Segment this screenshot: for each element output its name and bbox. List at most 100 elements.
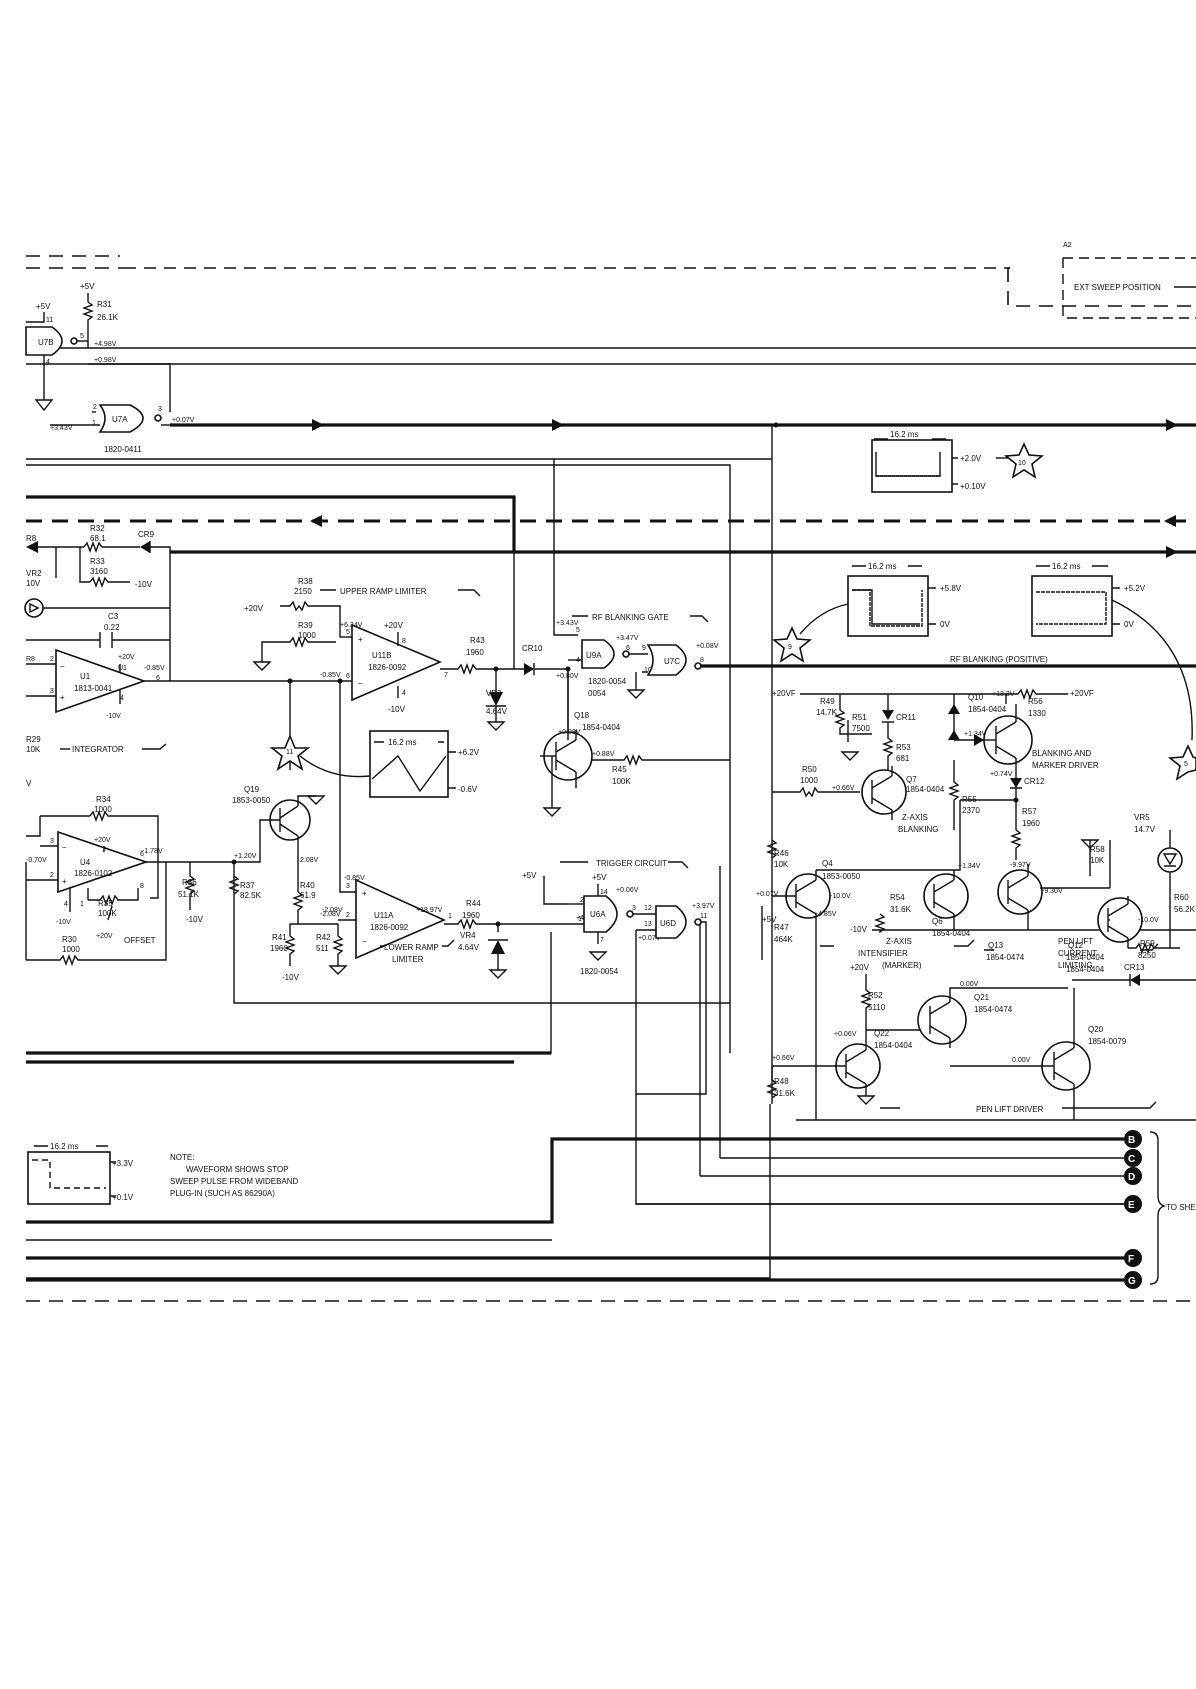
svg-text:31.6K: 31.6K — [774, 1089, 796, 1098]
svg-text:R56: R56 — [1028, 697, 1043, 706]
svg-text:+20VF: +20VF — [1070, 689, 1094, 698]
connector-g[interactable]: G — [1124, 1271, 1142, 1289]
svg-text:+0.88V: +0.88V — [592, 751, 615, 758]
trigger-circuit-label: TRIGGER CIRCUIT — [596, 859, 667, 868]
connector-f[interactable]: F — [1124, 1249, 1142, 1267]
svg-text:+20VF: +20VF — [772, 689, 796, 698]
svg-text:1854-0404: 1854-0404 — [1066, 953, 1105, 962]
svg-text:R60: R60 — [1174, 893, 1189, 902]
u9a-label: U9A — [586, 651, 602, 660]
integrator-label: INTEGRATOR — [72, 745, 124, 754]
svg-text:R47: R47 — [774, 923, 789, 932]
svg-text:PEN LIFT: PEN LIFT — [1058, 937, 1093, 946]
svg-text:-10V: -10V — [186, 915, 204, 924]
svg-text:+5.8V: +5.8V — [940, 584, 962, 593]
connector-d[interactable]: D — [1124, 1167, 1142, 1185]
svg-text:-10V: -10V — [135, 580, 153, 589]
u4-part: 1826-0102 — [74, 869, 113, 878]
svg-text:2: 2 — [50, 872, 54, 879]
svg-text:+20V: +20V — [244, 604, 264, 613]
svg-text:-2.08V: -2.08V — [322, 907, 343, 914]
svg-text:+3.3V: +3.3V — [112, 1159, 134, 1168]
svg-text:-10V: -10V — [56, 919, 71, 926]
u7-gates: +5V +5V R31 26.1K +4.98V +0.98V 11 U7B 5… — [25, 282, 195, 454]
svg-text:8250: 8250 — [1138, 951, 1156, 960]
connector-b[interactable]: B — [1124, 1130, 1142, 1148]
note-line-2: SWEEP PULSE FROM WIDEBAND — [170, 1177, 299, 1186]
svg-text:1330: 1330 — [1028, 709, 1046, 718]
svg-text:-0.85V: -0.85V — [344, 875, 365, 882]
svg-text:+13.3V: +13.3V — [992, 691, 1015, 698]
connector-e[interactable]: E — [1124, 1195, 1142, 1213]
svg-text:+0.07V: +0.07V — [172, 417, 195, 424]
svg-text:CR10: CR10 — [522, 644, 543, 653]
svg-text:11: 11 — [46, 317, 53, 324]
svg-text:+0.98V: +0.98V — [94, 357, 117, 364]
svg-text:R43: R43 — [470, 636, 485, 645]
blanking-marker-driver: Q10 1854-0404 R56 1330 +13.3V +20VF +1.3… — [960, 688, 1099, 830]
svg-text:1960: 1960 — [270, 944, 288, 953]
svg-text:16.2 ms: 16.2 ms — [1052, 562, 1080, 571]
svg-text:4: 4 — [64, 901, 68, 908]
test-point-11 — [269, 733, 311, 771]
svg-text:R30: R30 — [62, 935, 77, 944]
svg-text:4.64V: 4.64V — [486, 707, 508, 716]
svg-text:+5V: +5V — [522, 871, 537, 880]
offset-section: R34 1000 -0.70V 3 2 − + U4 1826-0102 +20… — [25, 795, 190, 966]
svg-text:5: 5 — [346, 629, 350, 636]
svg-text:8: 8 — [700, 657, 704, 664]
u7c-label: U7C — [664, 657, 680, 666]
note-line-3: PLUG-IN (SUCH AS 86290A) — [170, 1189, 275, 1198]
svg-text:LIMITING: LIMITING — [1058, 961, 1093, 970]
pen-lift-current-limiting: R57 1960 Q13 1854-0474 -9.97V -9.30V R58… — [984, 807, 1196, 986]
waveform-9-and-5: 16.2 ms +5.8V 0V 9 16.2 ms +5.2V 0V 5 — [771, 562, 1196, 781]
svg-text:R54: R54 — [890, 893, 905, 902]
svg-text:R59: R59 — [1140, 939, 1155, 948]
r31-value: 26.1K — [97, 313, 119, 322]
svg-text:2: 2 — [580, 897, 584, 904]
svg-text:8: 8 — [140, 883, 144, 890]
svg-text:1854-0404: 1854-0404 — [968, 705, 1007, 714]
svg-text:1: 1 — [448, 913, 452, 920]
offset-label: OFFSET — [124, 936, 156, 945]
svg-text:16.2 ms: 16.2 ms — [50, 1142, 78, 1151]
svg-text:6: 6 — [156, 675, 160, 682]
svg-text:VR5: VR5 — [1134, 813, 1150, 822]
svg-text:R52: R52 — [868, 991, 883, 1000]
svg-text:13: 13 — [644, 921, 652, 928]
svg-text:R32: R32 — [90, 524, 105, 533]
svg-text:+5V: +5V — [762, 915, 777, 924]
svg-text:-10.0V: -10.0V — [830, 893, 851, 900]
svg-text:CR13: CR13 — [1124, 963, 1145, 972]
svg-text:-0.85V: -0.85V — [320, 672, 341, 679]
upper-ramp-label: UPPER RAMP LIMITER — [340, 587, 427, 596]
main-buses — [26, 347, 1196, 1053]
svg-text:VR4: VR4 — [460, 931, 476, 940]
a2-ref: A2 — [1063, 242, 1072, 249]
u6d-label: U6D — [660, 919, 676, 928]
blanking-marker-label-1: BLANKING AND — [1032, 749, 1091, 758]
svg-text:9: 9 — [642, 645, 646, 652]
u11a-label: U11A — [374, 911, 394, 920]
svg-text:Z-AXIS: Z-AXIS — [886, 937, 912, 946]
svg-text:1: 1 — [80, 901, 84, 908]
svg-text:+: + — [358, 635, 363, 644]
svg-text:+3.43V: +3.43V — [50, 425, 73, 432]
svg-text:0V: 0V — [1124, 620, 1134, 629]
svg-text:−: − — [358, 679, 363, 688]
u11a-part: 1826-0092 — [370, 923, 409, 932]
svg-text:−: − — [62, 843, 67, 852]
svg-text:Q20: Q20 — [1088, 1025, 1104, 1034]
svg-text:61.9: 61.9 — [300, 891, 316, 900]
rf-blanking-gate-label: RF BLANKING GATE — [592, 613, 669, 622]
svg-text:1853-0050: 1853-0050 — [822, 872, 861, 881]
connector-c[interactable]: C — [1124, 1149, 1142, 1167]
u7a-part: 1820-0411 — [104, 445, 142, 454]
svg-text:+20V: +20V — [96, 933, 113, 940]
svg-text:+3.97V: +3.97V — [692, 903, 715, 910]
svg-text:51.1K: 51.1K — [178, 890, 200, 899]
svg-text:R33: R33 — [90, 557, 105, 566]
svg-text:0.22: 0.22 — [104, 623, 120, 632]
ramp-limiters: R38 2150 UPPER RAMP LIMITER +20V R39 100… — [26, 551, 730, 1055]
